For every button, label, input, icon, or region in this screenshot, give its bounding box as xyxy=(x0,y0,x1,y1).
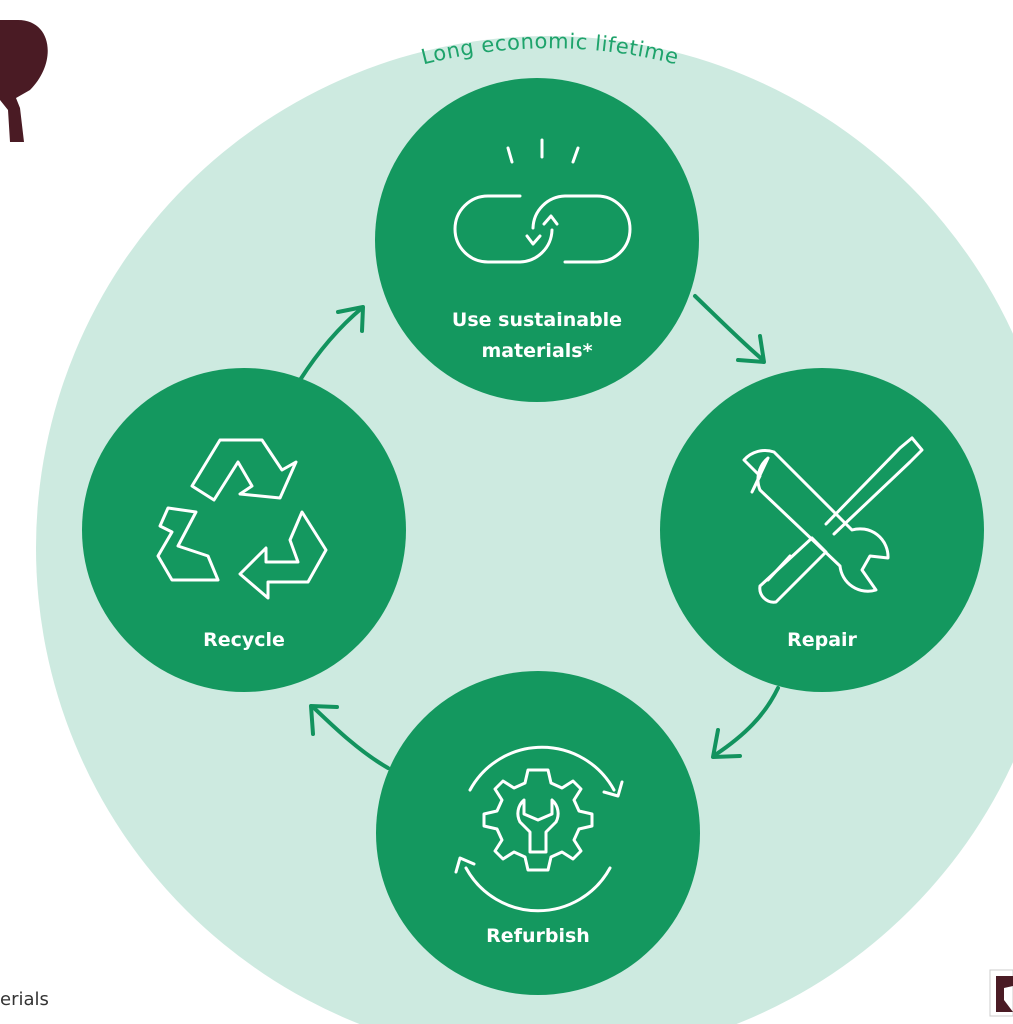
gear-wrench-cycle-icon xyxy=(454,745,624,913)
node-label-refurbish: Refurbish xyxy=(486,925,590,947)
arrow-repair-to-refurbish xyxy=(711,686,780,759)
node-recycle: Recycle xyxy=(82,368,406,692)
node-label-repair: Repair xyxy=(787,629,857,651)
node-use-sustainable-materials: Use sustainable materials* xyxy=(375,78,699,402)
brand-logo-fragment xyxy=(989,969,1013,1017)
brand-letter-fragment xyxy=(0,20,48,142)
corner-text-fragment: erials xyxy=(0,989,49,1010)
lifetime-ring xyxy=(36,36,1013,1024)
node-label-materials-line2: materials* xyxy=(481,340,592,362)
node-refurbish: Refurbish xyxy=(376,671,700,995)
arrow-materials-to-repair xyxy=(693,294,766,364)
wrench-screwdriver-icon xyxy=(742,436,924,604)
arrow-refurbish-to-recycle xyxy=(309,704,390,770)
link-icon xyxy=(453,138,632,264)
node-repair: Repair xyxy=(660,368,984,692)
arrow-recycle-to-materials xyxy=(298,305,365,382)
node-label-materials-line1: Use sustainable xyxy=(452,309,622,331)
recycle-icon xyxy=(156,438,328,600)
node-label-recycle: Recycle xyxy=(203,629,285,651)
